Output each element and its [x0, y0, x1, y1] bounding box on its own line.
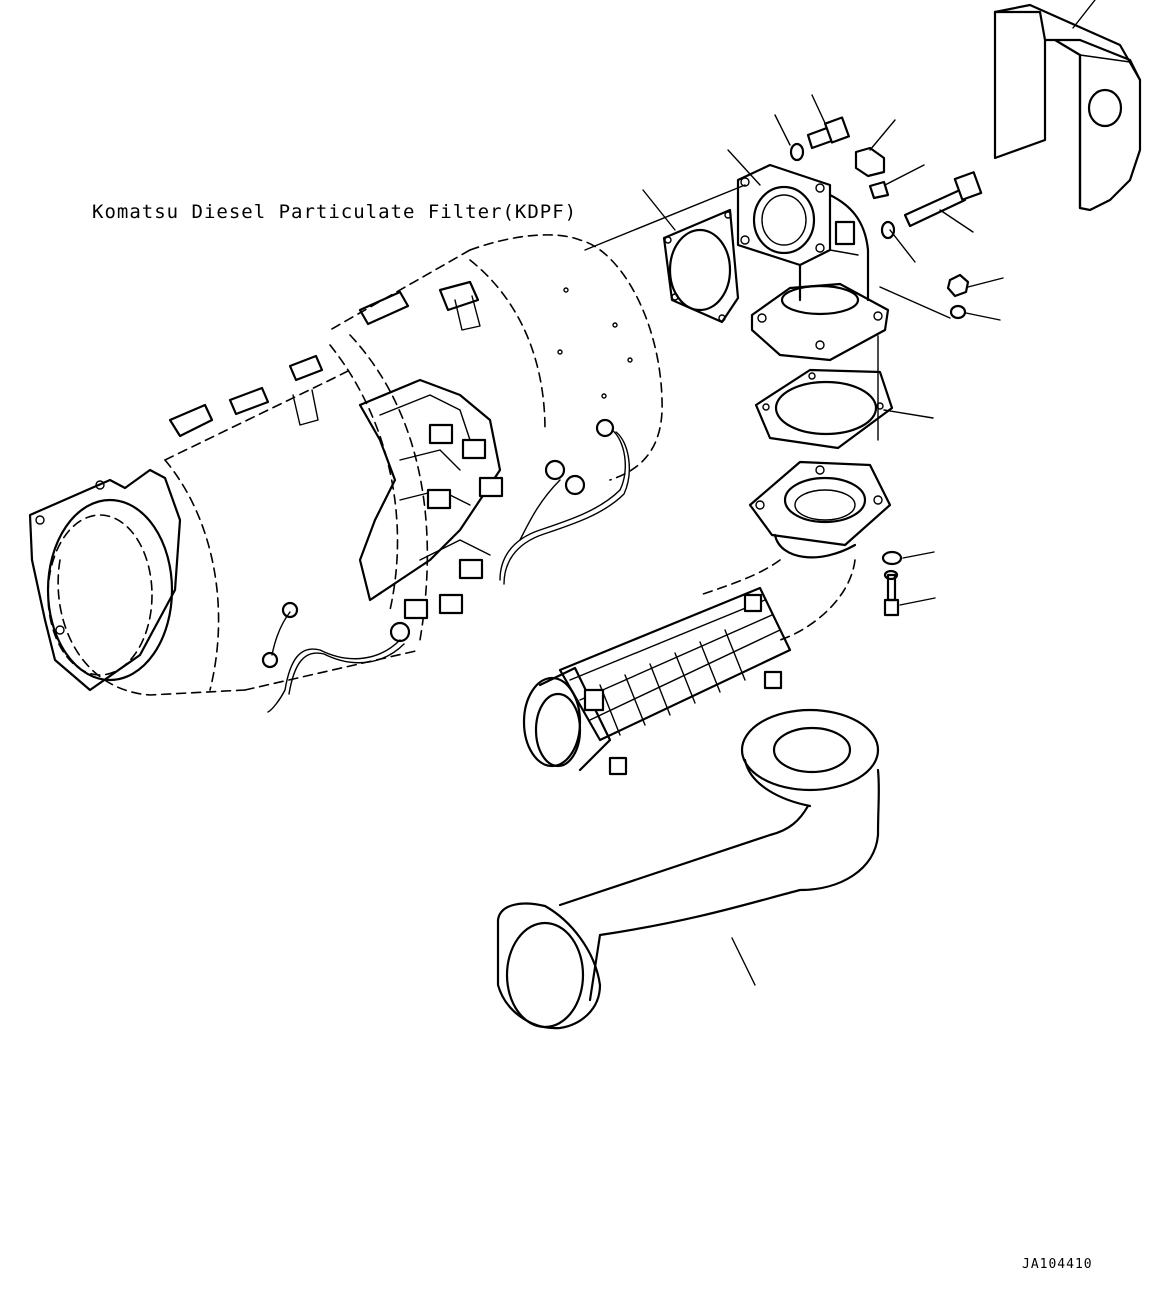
kdpf-title-label: Komatsu Diesel Particulate Filter(KDPF)	[92, 201, 578, 223]
kdpf-inlet-opening	[46, 498, 174, 682]
kdpf-rear-cylinder	[469, 234, 663, 481]
flex-pipe-assembly	[522, 460, 892, 776]
tail-pipe	[496, 708, 880, 1030]
elbow-assembly	[736, 163, 890, 362]
bracket-part	[993, 3, 1142, 212]
fasteners-lower	[881, 550, 903, 617]
kdpf-inlet-flange	[28, 468, 182, 692]
upper-gasket	[662, 208, 740, 324]
kdpf-assembly	[28, 234, 663, 713]
kdpf-sensor-cluster	[358, 378, 502, 602]
kdpf-front-cylinder	[164, 369, 351, 461]
middle-gasket	[754, 368, 894, 450]
drawing-code: JA104410	[1022, 1257, 1093, 1272]
fasteners-upper	[789, 116, 983, 320]
bracket-leader	[1072, 0, 1096, 29]
